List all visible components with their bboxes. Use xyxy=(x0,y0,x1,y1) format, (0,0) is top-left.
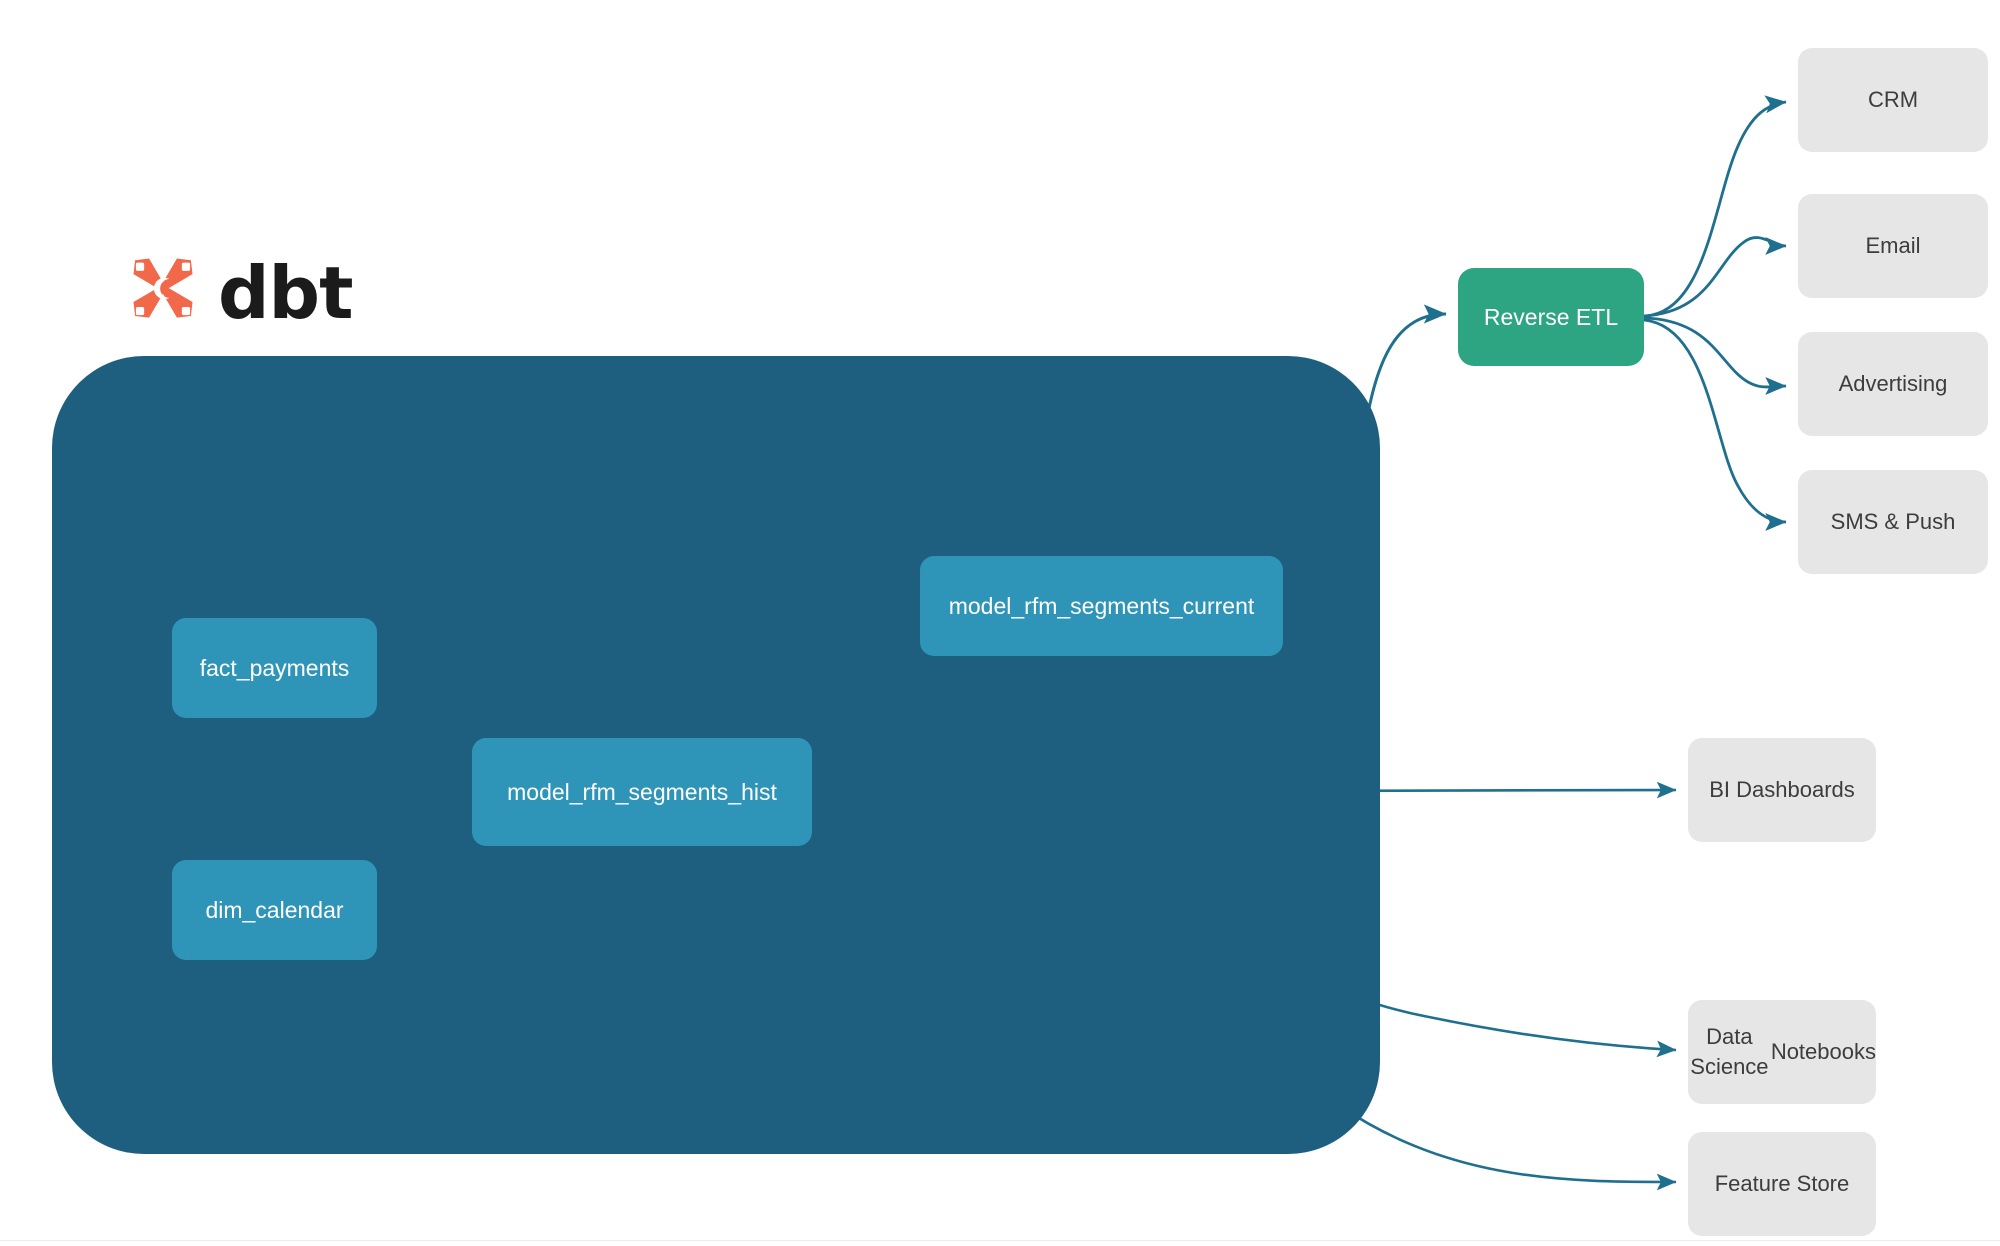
node-dim-calendar[interactable]: dim_calendar xyxy=(172,860,377,960)
node-model-rfm-segments-hist[interactable]: model_rfm_segments_hist xyxy=(472,738,812,846)
dbt-wordmark: dbt xyxy=(218,251,353,335)
edge-reverse-etl-to-email xyxy=(1643,236,1787,318)
node-sms-push[interactable]: SMS & Push xyxy=(1798,470,1988,574)
node-reverse-etl[interactable]: Reverse ETL xyxy=(1458,268,1644,366)
dbt-logo-icon xyxy=(133,258,193,318)
node-crm[interactable]: CRM xyxy=(1798,48,1988,152)
node-feature-store[interactable]: Feature Store xyxy=(1688,1132,1876,1236)
node-advertising[interactable]: Advertising xyxy=(1798,332,1988,436)
edge-reverse-etl-to-crm xyxy=(1643,95,1787,318)
node-data-science-notebooks[interactable]: Data Science Notebooks xyxy=(1688,1000,1876,1104)
edge-reverse-etl-to-advertising xyxy=(1643,316,1787,395)
node-fact-payments[interactable]: fact_payments xyxy=(172,618,377,718)
footer-divider xyxy=(0,1240,2000,1241)
dbt-logo: dbt xyxy=(122,252,353,334)
node-label-line-1: Data Science xyxy=(1690,1024,1769,1079)
node-label-line-2: Notebooks xyxy=(1770,1039,1876,1065)
node-model-rfm-segments-current[interactable]: model_rfm_segments_current xyxy=(920,556,1283,656)
node-bi-dashboards[interactable]: BI Dashboards xyxy=(1688,738,1876,842)
node-email[interactable]: Email xyxy=(1798,194,1988,298)
edge-reverse-etl-to-sms-push xyxy=(1643,318,1787,531)
